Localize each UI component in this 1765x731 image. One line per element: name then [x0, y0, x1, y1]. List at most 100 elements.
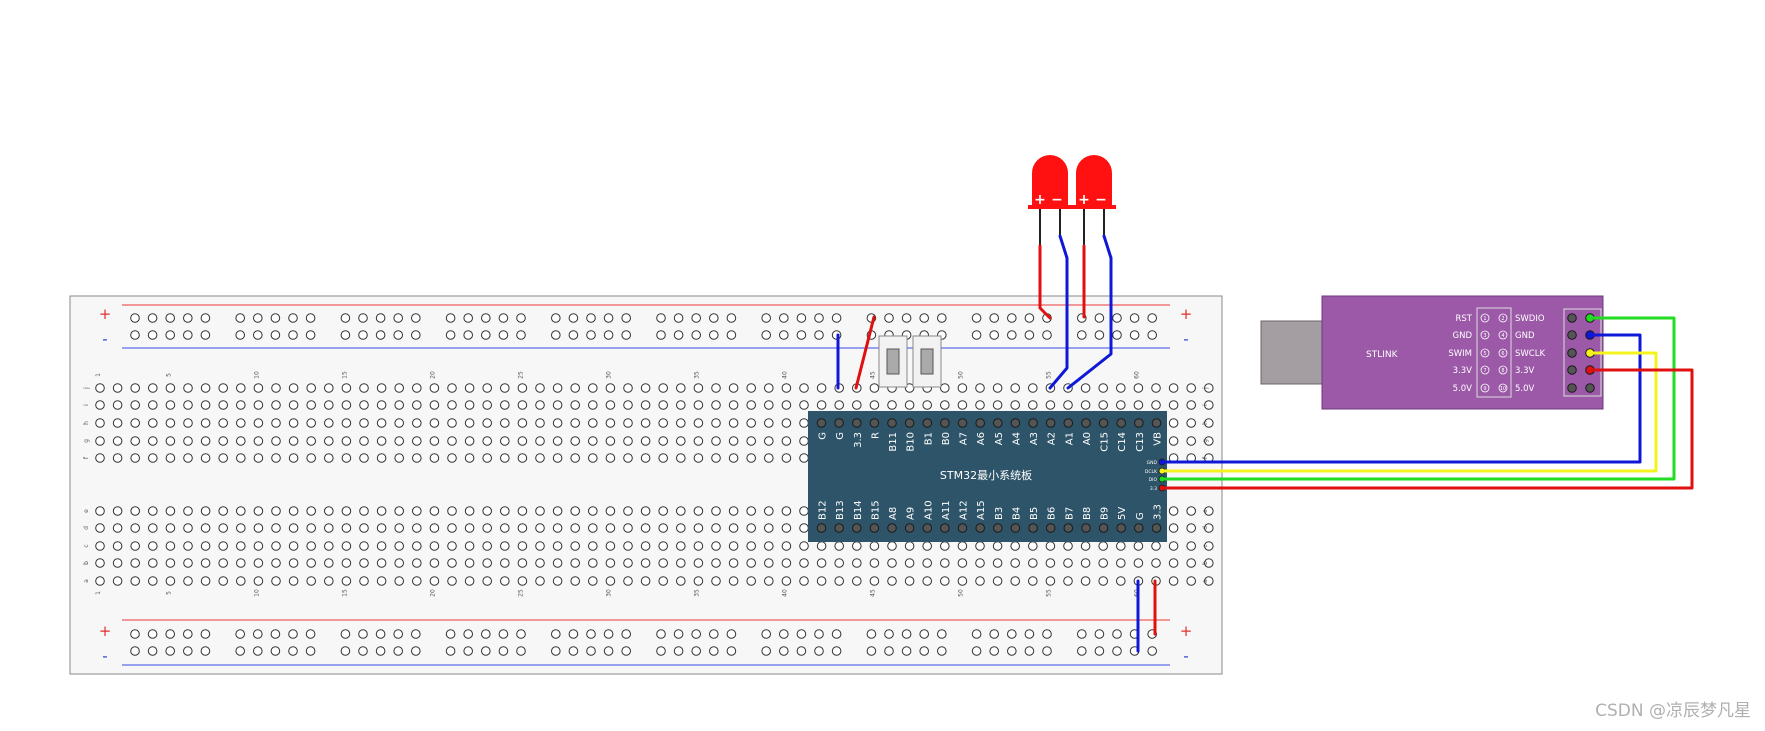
- terminal-hole: [1204, 541, 1214, 551]
- terminal-hole: [623, 400, 633, 410]
- terminal-hole: [200, 436, 211, 446]
- terminal-hole: [711, 541, 721, 551]
- terminal-hole: [623, 506, 633, 516]
- terminal-hole: [253, 506, 264, 516]
- push-button[interactable]: [878, 335, 908, 388]
- terminal-hole: [605, 436, 616, 446]
- rail-hole: [761, 313, 772, 323]
- column-number: 55: [1045, 589, 1052, 597]
- row-letter: c: [1202, 544, 1209, 547]
- terminal-hole: [728, 541, 739, 551]
- terminal-hole: [816, 558, 827, 568]
- terminal-hole: [517, 558, 528, 568]
- terminal-hole: [112, 400, 123, 410]
- terminal-hole: [852, 576, 862, 586]
- rail-hole: [919, 646, 930, 656]
- rail-hole: [1094, 629, 1105, 639]
- rail-hole: [165, 330, 175, 340]
- terminal-hole: [1080, 383, 1091, 393]
- terminal-hole: [781, 383, 792, 393]
- rail-hole: [568, 646, 579, 656]
- terminal-hole: [1010, 400, 1021, 410]
- terminal-hole: [1010, 541, 1021, 551]
- terminal-hole: [904, 400, 915, 410]
- terminal-hole: [112, 576, 123, 586]
- stm32-pin: [940, 523, 950, 533]
- terminal-hole: [183, 383, 193, 393]
- column-number: 40: [781, 589, 788, 597]
- stlink-pin-box: [1476, 307, 1512, 398]
- column-number: 10: [253, 589, 260, 597]
- terminal-hole: [1133, 400, 1144, 410]
- rail-hole: [498, 629, 509, 639]
- terminal-hole: [95, 523, 105, 533]
- stm32-pin-label: A12: [959, 500, 970, 520]
- svg-text:8: 8: [1501, 368, 1504, 374]
- rail-hole: [252, 629, 263, 639]
- terminal-hole: [693, 400, 704, 410]
- terminal-hole: [711, 523, 721, 533]
- stm32-pin: [1151, 418, 1162, 428]
- stm32-pin: [1081, 523, 1091, 533]
- stlink-pin-number: [1498, 313, 1508, 323]
- stm32-pin: [922, 418, 933, 428]
- terminal-hole: [200, 418, 211, 428]
- terminal-hole: [1186, 436, 1196, 446]
- stm32-pin-label: G: [818, 432, 829, 440]
- terminal-hole: [852, 541, 862, 551]
- terminal-hole: [200, 453, 211, 463]
- terminal-hole: [799, 400, 809, 410]
- row-letter: d: [1202, 526, 1209, 530]
- rail-hole: [1094, 646, 1105, 656]
- terminal-hole: [746, 418, 757, 428]
- column-number: 5: [165, 591, 172, 595]
- terminal-hole: [500, 400, 510, 410]
- terminal-hole: [1098, 541, 1108, 551]
- terminal-hole: [658, 436, 669, 446]
- row-letter: j: [1202, 387, 1209, 390]
- terminal-hole: [500, 523, 510, 533]
- terminal-hole: [904, 558, 915, 568]
- terminal-hole: [764, 418, 774, 428]
- terminal-hole: [922, 558, 933, 568]
- rail-hole: [445, 330, 456, 340]
- terminal-hole: [324, 558, 334, 568]
- terminal-hole: [288, 383, 299, 393]
- rail-hole: [1007, 330, 1017, 340]
- terminal-hole: [1151, 541, 1161, 551]
- stm32-debug-label: 3.3: [1150, 486, 1157, 492]
- column-number: 5: [165, 373, 172, 377]
- push-button[interactable]: [912, 335, 942, 388]
- row-letter: g: [83, 439, 90, 443]
- terminal-hole: [570, 558, 581, 568]
- terminal-hole: [482, 576, 493, 586]
- terminal-hole: [552, 576, 563, 586]
- terminal-hole: [1186, 541, 1196, 551]
- terminal-hole: [1168, 506, 1179, 516]
- terminal-hole: [834, 576, 845, 586]
- terminal-hole: [112, 506, 123, 516]
- terminal-hole: [464, 576, 475, 586]
- terminal-hole: [447, 541, 457, 551]
- column-number: 60: [1133, 371, 1140, 379]
- terminal-hole: [148, 576, 158, 586]
- terminal-hole: [975, 541, 985, 551]
- stlink-pin-number: [1480, 348, 1490, 358]
- terminal-hole: [887, 400, 897, 410]
- terminal-hole: [1204, 418, 1214, 428]
- terminal-hole: [306, 558, 317, 568]
- row-letter: f: [83, 456, 90, 459]
- rail-hole: [270, 313, 281, 323]
- terminal-hole: [658, 541, 669, 551]
- terminal-hole: [412, 400, 422, 410]
- terminal-hole: [1045, 558, 1056, 568]
- terminal-hole: [112, 418, 123, 428]
- terminal-hole: [693, 506, 704, 516]
- terminal-hole: [183, 418, 193, 428]
- terminal-hole: [799, 558, 809, 568]
- rail-hole: [147, 646, 158, 656]
- terminal-hole: [992, 383, 1003, 393]
- terminal-hole: [799, 541, 809, 551]
- column-number: 50: [957, 589, 964, 597]
- rail-hole: [814, 330, 824, 340]
